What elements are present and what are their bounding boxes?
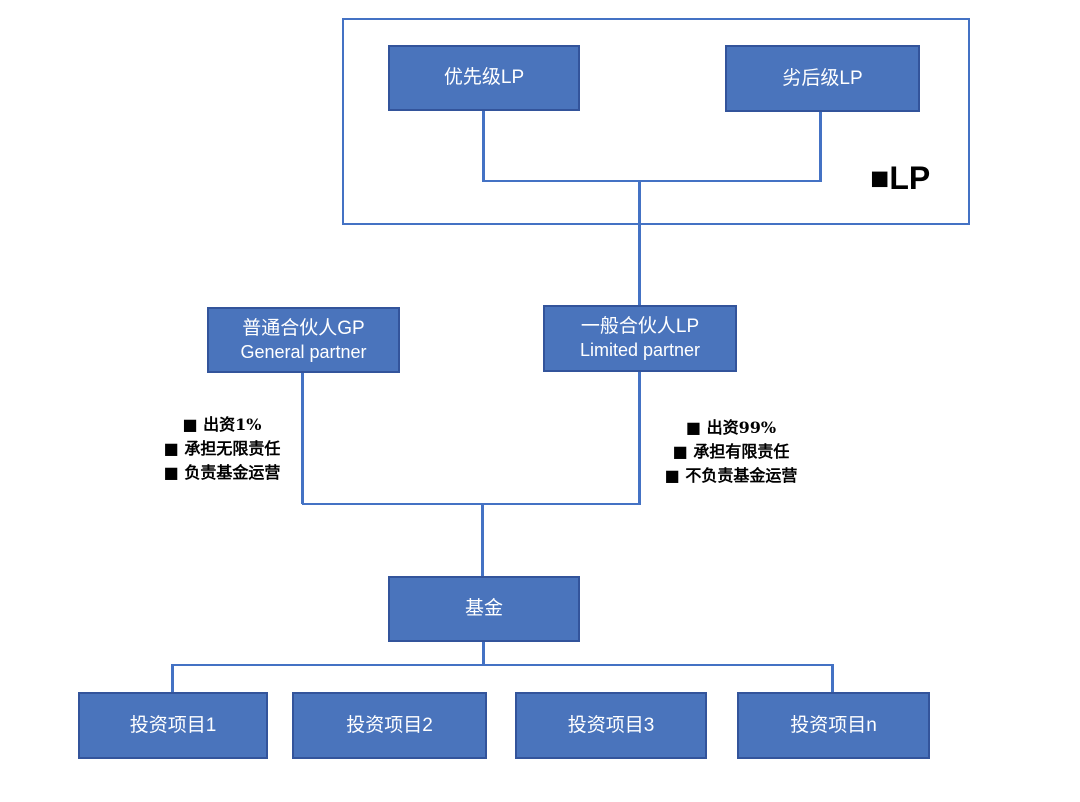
gp-note-item: ■ 出资1% (182, 415, 262, 434)
lp-notes: ■ 出资99% ■ 承担有限责任 ■ 不负责基金运营 (624, 416, 838, 488)
node-limited-partner-label-en: Limited partner (579, 340, 701, 361)
node-general-partner-label-cn: 普通合伙人GP (242, 317, 365, 339)
lp-note-item: ■ 出资99% (685, 418, 777, 437)
connector-top-horizontal (483, 180, 822, 182)
connector-group-to-lp-box (638, 181, 641, 306)
node-project-2: 投资项目2 (292, 692, 487, 759)
node-limited-partner-label-cn: 一般合伙人LP (580, 316, 700, 338)
gp-note-item: ■ 承担无限责任 (163, 439, 281, 458)
node-project-3: 投资项目3 (515, 692, 707, 759)
node-subordinate-lp-label: 劣后级LP (782, 67, 863, 89)
connector-to-fund (481, 504, 484, 577)
connector-fund-to-projects (482, 641, 485, 666)
node-project-1-label: 投资项目1 (129, 714, 217, 736)
node-project-2-label: 投资项目2 (346, 714, 433, 736)
node-senior-lp-label: 优先级LP (443, 67, 525, 89)
connector-senior-lp-drop (482, 111, 485, 182)
gp-notes: ■ 出资1% ■ 承担无限责任 ■ 负责基金运营 (115, 413, 329, 485)
node-project-3-label: 投资项目3 (567, 714, 655, 736)
node-limited-partner: 一般合伙人LP Limited partner (543, 305, 737, 372)
node-senior-lp: 优先级LP (388, 45, 580, 111)
connector-project1-drop (171, 664, 174, 693)
connector-lp-drop (638, 372, 641, 504)
node-project-n-label: 投资项目n (790, 714, 877, 736)
node-subordinate-lp: 劣后级LP (725, 45, 920, 112)
node-project-n: 投资项目n (737, 692, 930, 759)
lp-note-item: ■ 不负责基金运营 (664, 466, 798, 485)
node-fund-label: 基金 (464, 598, 503, 620)
lp-group-legend: ■LP (870, 160, 931, 196)
connector-projectn-drop (831, 664, 834, 693)
connector-middle-horizontal (302, 503, 641, 505)
connector-subordinate-lp-drop (819, 112, 822, 182)
lp-group-container (342, 18, 970, 225)
node-fund: 基金 (388, 576, 580, 642)
node-general-partner: 普通合伙人GP General partner (207, 307, 400, 373)
lp-note-item: ■ 承担有限责任 (672, 442, 790, 461)
node-project-1: 投资项目1 (78, 692, 268, 759)
connector-gp-drop (301, 372, 304, 504)
gp-note-item: ■ 负责基金运营 (163, 463, 281, 482)
connector-bottom-horizontal (171, 664, 834, 666)
node-general-partner-label-en: General partner (240, 341, 367, 362)
